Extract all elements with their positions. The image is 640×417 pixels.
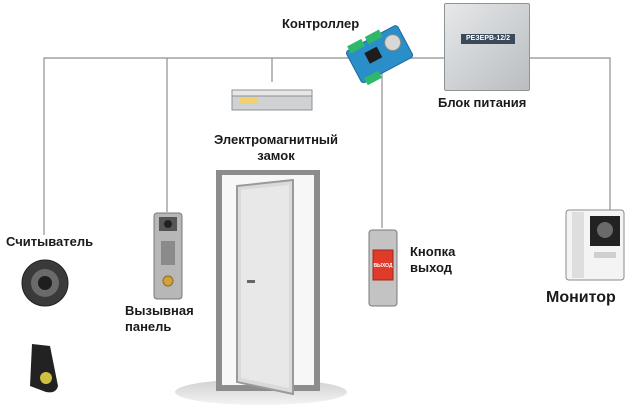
monitor-label: Монитор [546,289,616,306]
monitor-icon [565,209,625,281]
door-handle [247,280,255,283]
power-supply-box: РЕЗЕРВ-12/2 [444,3,530,91]
electromagnetic-lock-label: Электромагнитный замок [198,132,354,164]
lock-label-line1: Электромагнитный [213,132,339,147]
call-panel-icon [153,212,183,300]
door-illustration [175,170,347,405]
electromagnetic-lock-icon [231,89,313,111]
lock-label-line2: замок [257,148,295,163]
reader-label: Считыватель [6,234,94,249]
exit-button-face-text: ВЫХОД [373,263,393,269]
controller-label: Контроллер [282,16,360,31]
controller-board-icon [346,25,414,86]
power-supply-badge: РЕЗЕРВ-12/2 [461,34,515,44]
wire-main-bus [43,57,611,235]
exit-button-label-line2: выход [410,260,453,275]
exit-button-label-line1: Кнопка [410,244,456,259]
exit-button-label: Кнопка выход [410,244,455,276]
call-panel-label: Вызывная панель [125,303,194,335]
reader-icon [21,259,69,307]
call-panel-label-line2: панель [125,319,172,334]
exit-button-icon [368,229,398,307]
power-supply-label: Блок питания [438,95,527,110]
key-fob-icon [30,344,58,393]
call-panel-label-line1: Вызывная [125,303,194,318]
